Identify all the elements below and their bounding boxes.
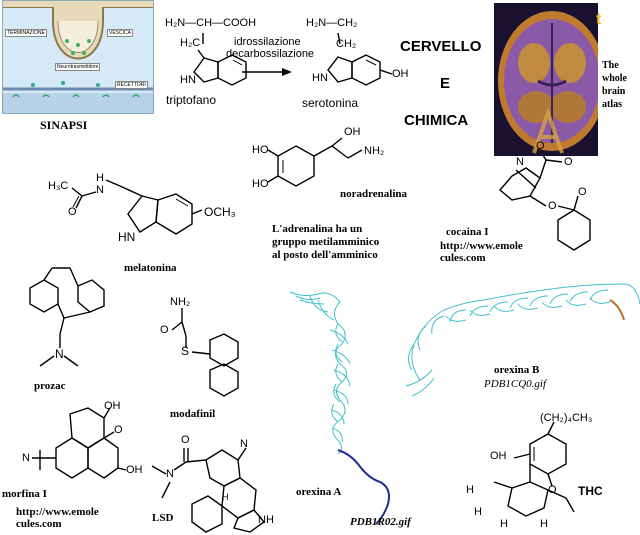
thc-structure <box>493 421 575 517</box>
prozac-structure <box>29 267 105 367</box>
brain-atlas-corner-letter: t <box>596 11 602 28</box>
morphine-n-label: N <box>22 452 30 464</box>
modafinil-name: modafinil <box>170 408 216 420</box>
synapse-label-terminazione: TERMINAZIONE <box>5 29 47 37</box>
synapse-drawing <box>3 1 153 113</box>
prozac-n-label: N <box>55 347 64 361</box>
reaction-arrow <box>242 68 292 76</box>
orexin-b-name: orexina B <box>494 364 540 376</box>
orexin-a-name: orexina A <box>296 486 342 498</box>
serotonin-nh-label: HN <box>312 72 328 84</box>
melatonin-hn-label: HN <box>118 230 136 244</box>
tryptophan-ch2-label: H₂C <box>180 37 201 49</box>
thc-h-label-3: H <box>500 518 508 530</box>
synapse-caption: SINAPSI <box>40 118 88 132</box>
melatonin-h3c-label: H₃C <box>48 180 69 192</box>
noradrenaline-oh-label: OH <box>344 126 361 138</box>
thc-h-label-2: H <box>474 506 482 518</box>
tryptophan-amine-label: H₂N—CH—COOH <box>165 17 257 29</box>
morphine-name: morfina I <box>2 488 47 500</box>
lsd-n2-label: N <box>240 438 248 450</box>
morphine-oh-bottom-label: OH <box>126 464 143 476</box>
brain-atlas-image: t The whole brain atlas <box>494 3 639 156</box>
title-line-1: CERVELLO <box>400 38 482 55</box>
morphine-source-line-2: cules.com <box>16 518 62 530</box>
brain-atlas-caption: The whole brain atlas <box>602 59 627 111</box>
noradrenaline-structure <box>267 137 363 187</box>
thc-oh-label: OH <box>490 450 507 462</box>
orexin-a-file: PDB1R02.gif <box>350 516 411 528</box>
morphine-source-line-1: http://www.emole <box>16 506 99 518</box>
lsd-h-label: H <box>222 492 229 502</box>
thc-h-label-1: H <box>466 484 474 496</box>
title-line-2: E <box>440 75 451 92</box>
tryptophan-nh-label: HN <box>180 74 196 86</box>
morphine-o-label: O <box>114 424 123 436</box>
orexin-b-file: PDB1CQ0.gif <box>484 378 547 390</box>
prozac-name: prozac <box>34 380 66 392</box>
melatonin-name: melatonina <box>124 262 177 274</box>
serotonin-structure <box>327 32 393 86</box>
lsd-structure <box>151 447 266 533</box>
cocaine-o2-label: O <box>564 156 573 168</box>
cocaine-o4-label: O <box>578 186 587 198</box>
serotonin-ch2-label: CH₂ <box>336 38 357 50</box>
lsd-o-label: O <box>181 434 190 446</box>
noradrenaline-nh2-label: NH₂ <box>364 145 385 157</box>
cocaine-o3-label: O <box>548 200 557 212</box>
serotonin-name: serotonina <box>302 96 359 110</box>
synapse-label-vescicola: VESCICA <box>107 29 133 37</box>
noradrenaline-name: noradrenalina <box>340 188 408 200</box>
melatonin-n-label: N <box>96 184 104 196</box>
melatonin-structure <box>71 179 203 235</box>
brain-atlas-caption-line-4: atlas <box>602 99 622 110</box>
thc-h-label-4: H <box>540 518 548 530</box>
tryptophan-name: triptofano <box>166 93 217 107</box>
morphine-source: http://www.emole cules.com <box>16 506 99 530</box>
lsd-name: LSD <box>152 512 174 524</box>
serotonin-oh-label: OH <box>392 68 409 80</box>
morphine-structure <box>32 407 127 479</box>
cocaine-source-line-2: cules.com <box>440 252 486 264</box>
lsd-nh-label: NH <box>258 514 274 526</box>
brain-atlas-caption-line-2: whole <box>602 73 627 84</box>
brain-scan-drawing <box>498 3 639 156</box>
melatonin-h-label: H <box>96 172 104 184</box>
thc-name: THC <box>578 484 603 498</box>
cocaine-source-line-1: http://www.emole <box>440 240 523 252</box>
modafinil-structure <box>171 308 239 397</box>
adrenaline-note-line-3: al posto dell'amminico <box>272 249 378 261</box>
adrenaline-note-line-2: gruppo metilamminico <box>272 236 380 248</box>
reaction-arrow-label-2: decarbossilazione <box>226 48 315 60</box>
cocaine-source: http://www.emole cules.com <box>440 240 523 264</box>
serotonin-amine-label: H₂N—CH₂ <box>306 17 358 29</box>
cocaine-name: cocaina I <box>446 226 489 238</box>
brain-atlas-caption-line-3: brain <box>602 86 626 97</box>
noradrenaline-ho2-label: HO <box>252 178 269 190</box>
noradrenaline-ho1-label: HO <box>252 144 269 156</box>
morphine-oh-top-label: OH <box>104 400 121 412</box>
reaction-arrow-label-1: idrossilazione <box>234 36 301 48</box>
synapse-label-recettori: RECETTORI <box>115 81 148 89</box>
modafinil-s-label: S <box>181 344 190 358</box>
modafinil-o-label: O <box>160 324 169 336</box>
modafinil-nh2-label: NH₂ <box>170 296 191 308</box>
cocaine-n-label: N <box>516 156 524 168</box>
adrenaline-note: L'adrenalina ha un gruppo metilamminico … <box>272 223 379 262</box>
lsd-n1-label: N <box>166 468 174 480</box>
adrenaline-note-line-1: L'adrenalina ha un <box>272 223 363 235</box>
thc-o-label: O <box>548 484 557 496</box>
title-line-3: CHIMICA <box>404 112 469 129</box>
cocaine-o1-label: O <box>536 140 545 152</box>
synapse-illustration: TERMINAZIONE VESCICA Neurotrasmettitore … <box>2 0 154 114</box>
melatonin-och3-label: OCH₃ <box>204 205 236 219</box>
tryptophan-structure <box>193 33 247 86</box>
thc-chain-label: (CH₂)₄CH₃ <box>540 412 593 424</box>
synapse-label-neurotrasmettitore: Neurotrasmettitore <box>55 63 101 71</box>
brain-atlas-caption-line-1: The <box>602 60 619 71</box>
melatonin-o-label: O <box>68 206 77 218</box>
